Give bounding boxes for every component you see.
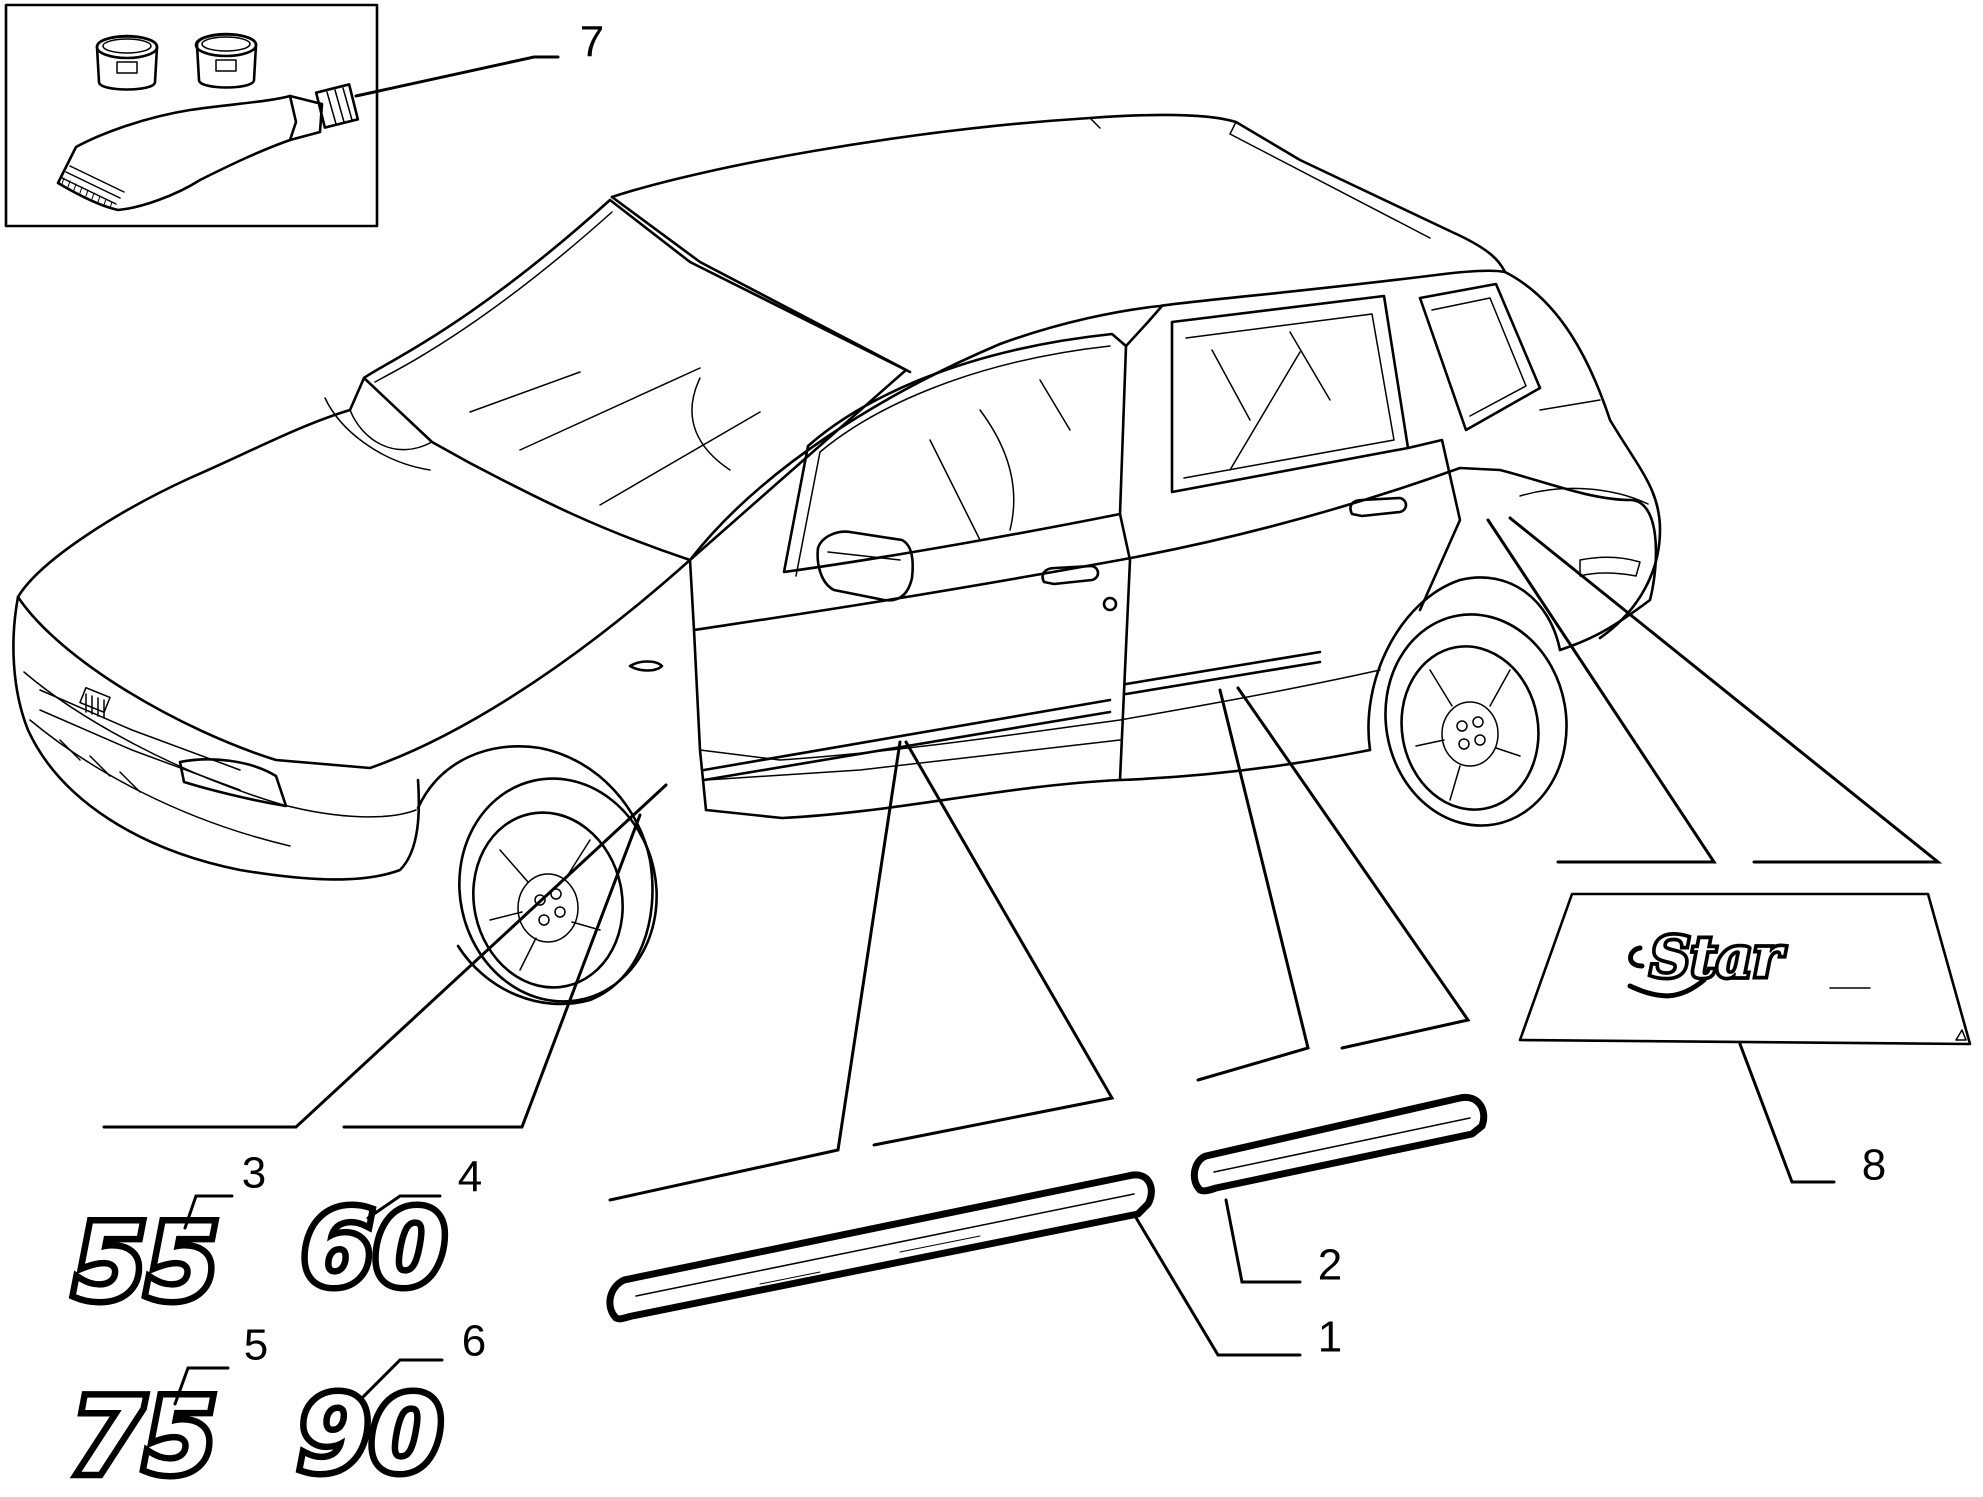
decal-sheet xyxy=(1518,892,1972,1046)
car-roof xyxy=(610,113,1507,274)
leader-line-badges xyxy=(102,783,668,1129)
badge-60: 60 60 4 xyxy=(296,1153,482,1315)
leader-line-1-upper xyxy=(608,740,902,1202)
car-rear-door-window xyxy=(1170,294,1410,494)
side-moulding-long: 1 xyxy=(606,1171,1342,1362)
door-lock xyxy=(1102,596,1118,612)
headlight xyxy=(178,758,288,808)
front-door-handle xyxy=(1041,564,1100,586)
leader-line-5 xyxy=(173,1366,230,1406)
car-illustration xyxy=(12,113,1662,1006)
leader-lines xyxy=(102,516,1943,1202)
star-emblem-decal: Star Star 8 xyxy=(1518,892,1972,1190)
paint-pot-icon xyxy=(194,32,258,89)
svg-text:60: 60 xyxy=(302,1187,447,1309)
callout-4: 4 xyxy=(458,1153,482,1202)
svg-text:75: 75 xyxy=(72,1375,217,1497)
callout-3: 3 xyxy=(242,1149,266,1198)
leader-line-7 xyxy=(354,55,560,98)
svg-text:Star: Star xyxy=(1650,925,1786,991)
rear-wheel xyxy=(1367,576,1568,827)
car-front-bumper xyxy=(12,595,421,881)
svg-text:90: 90 xyxy=(298,1373,443,1495)
side-mirror xyxy=(816,530,914,602)
car-side-body xyxy=(692,466,1658,652)
svg-text:60: 60 xyxy=(302,1187,447,1309)
leader-line-1 xyxy=(1133,1214,1302,1357)
callout-2: 2 xyxy=(1318,1241,1342,1290)
callout-6: 6 xyxy=(462,1317,486,1366)
leader-line-6 xyxy=(358,1358,444,1402)
svg-text:55: 55 xyxy=(74,1201,219,1323)
car-rear xyxy=(1503,270,1662,640)
kit-box: 7 xyxy=(4,3,604,228)
badge-90: 90 90 6 xyxy=(292,1317,486,1497)
star-script-text: Star xyxy=(1650,925,1786,991)
front-wheel xyxy=(416,744,658,1006)
leader-line-3 xyxy=(183,1194,234,1230)
paint-pot-icon xyxy=(95,34,159,91)
side-moulding-short: 2 xyxy=(1190,1093,1488,1290)
callout-5: 5 xyxy=(244,1321,268,1370)
car-quarter-window xyxy=(1418,282,1542,432)
callout-8: 8 xyxy=(1862,1141,1886,1190)
svg-text:75: 75 xyxy=(72,1375,217,1497)
car-front-door-window xyxy=(782,332,1128,574)
paste-tube-icon xyxy=(56,83,360,212)
svg-text:55: 55 xyxy=(74,1201,219,1323)
leader-line-8-upper xyxy=(1486,518,1717,864)
rear-door-handle xyxy=(1349,496,1408,518)
callout-7: 7 xyxy=(580,18,604,67)
leader-line-2 xyxy=(1224,1198,1302,1284)
car-hood xyxy=(16,376,692,770)
badge-55: 55 55 3 xyxy=(68,1149,266,1329)
kit-box-frame xyxy=(4,3,379,228)
leader-line-4 xyxy=(366,1194,442,1220)
badge-75: 75 75 5 xyxy=(66,1321,268,1497)
leader-line-2-upper xyxy=(1196,688,1310,1082)
callout-1: 1 xyxy=(1318,1313,1342,1362)
car-windshield xyxy=(362,198,908,562)
leader-line-8 xyxy=(1738,1042,1836,1184)
